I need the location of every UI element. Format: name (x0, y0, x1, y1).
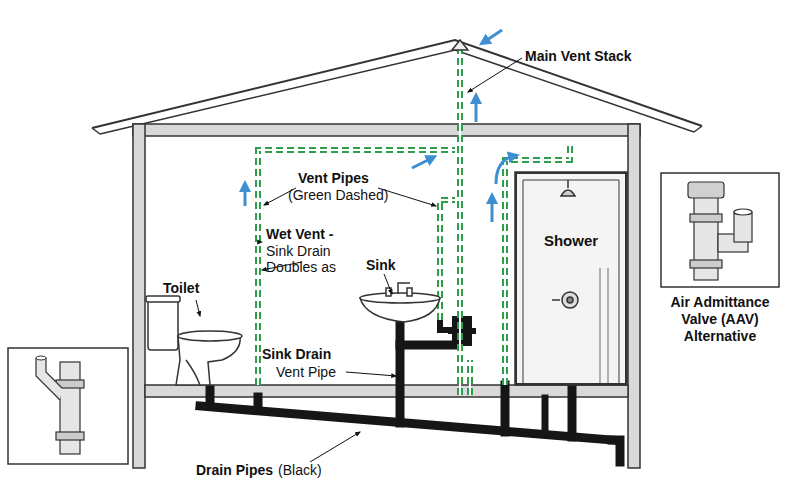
vent-pipes-part (467, 360, 473, 395)
sink-fixture (360, 283, 440, 322)
vent-fitting-inset (8, 348, 128, 464)
vent-pipes-part (258, 150, 455, 385)
aav-part (688, 182, 724, 198)
drain-pipes-part (612, 440, 620, 462)
vent-label: Vent Pipes (298, 170, 369, 186)
house-structure-part (133, 124, 640, 136)
leader-lines-part (310, 432, 360, 462)
wet-vent-note: Sink Drain Doubles as (266, 243, 348, 275)
vent-pipes-part (440, 200, 455, 320)
drain-pipes-note: (Black) (278, 462, 322, 478)
shower-fixture (515, 172, 627, 385)
shower-fixture-part (523, 180, 619, 385)
vent-pipes-part (452, 40, 468, 50)
aav-part (734, 212, 752, 242)
shower-fixture-part (515, 172, 627, 385)
vent-note: (Green Dashed) (288, 187, 388, 203)
drain-pipes-part (396, 322, 405, 423)
vent-fitting-inset-part (8, 348, 128, 464)
drain-note: Vent Pipe (276, 364, 336, 380)
aav-part (734, 209, 752, 215)
vent-pipes-part (469, 360, 471, 395)
house-structure-part (628, 124, 640, 468)
leader-lines-part (468, 58, 522, 92)
toilet-fixture-part (178, 331, 242, 341)
sink-fixture-part (360, 293, 440, 303)
aav-part (690, 214, 722, 222)
leader-lines (196, 58, 522, 462)
vent-pipes-part (440, 200, 455, 320)
airflow-arrows-part (496, 156, 514, 184)
sink-fixture-part (407, 288, 412, 296)
leader-lines-part (384, 274, 392, 294)
drain-pipes-part (568, 385, 577, 437)
fixture-label: Shower (517, 232, 625, 249)
airflow-arrows-part (475, 98, 478, 122)
shower-enclosure: Shower (515, 172, 627, 385)
leader-lines-part (346, 372, 396, 376)
aav-inset: Air Admittance Valve (AAV) Alternative (652, 172, 788, 345)
vent-pipes-part (258, 150, 455, 385)
shower-fixture-part (567, 180, 569, 188)
drain-label: Sink Drain (262, 346, 331, 362)
shower-fixture-part (562, 292, 578, 308)
wet-vent-label: Wet Vent - (266, 226, 333, 242)
toilet-fixture-part (148, 300, 178, 350)
shower-fixture-part (567, 297, 573, 303)
vent-fitting-inset-part (56, 432, 84, 440)
sink-trap (440, 320, 452, 330)
house-structure (92, 40, 702, 468)
drain-pipes-part (206, 390, 215, 406)
aav-illustration (660, 172, 780, 288)
toilet-fixture-part (186, 360, 200, 385)
inset-caption: Air Admittance Valve (AAV) Alternative (652, 294, 788, 345)
drain-pipes-part (501, 385, 510, 432)
drain-pipes-part (400, 341, 455, 350)
shower-fixture-part (600, 268, 608, 385)
toilet-fixture (146, 296, 242, 385)
fixture-label: Sink (366, 257, 396, 273)
airflow-arrows-part (484, 30, 502, 42)
fixture-label: Toilet (163, 280, 199, 296)
aav-part (661, 173, 779, 287)
airflow-arrows-part (491, 198, 494, 222)
drain-pipes-part (542, 398, 549, 434)
airflow-arrows-part (412, 158, 432, 168)
sink-trap-part (440, 320, 452, 330)
vent-pipes-part (459, 50, 461, 395)
toilet-fixture-part (146, 296, 180, 302)
drain-pipes-part (254, 397, 263, 410)
aav-part (690, 260, 722, 268)
drain-pipes-label: Drain Pipes (196, 462, 273, 478)
vent-pipes-part (457, 50, 463, 395)
shower-fixture-part (561, 190, 575, 196)
house-structure-part (145, 385, 628, 397)
shower-fixture-part (552, 299, 560, 301)
leader-lines-part (196, 300, 200, 316)
vent-stack-label: Main Vent Stack (525, 48, 632, 64)
vent-fitting-inset-part (36, 358, 62, 400)
toilet-fixture-part (176, 336, 240, 385)
vent-fitting-inset-part (36, 356, 46, 360)
airflow-arrows (245, 30, 514, 222)
airflow-arrows-part (244, 186, 247, 206)
stack-fitting (448, 316, 476, 346)
house-structure-part (133, 124, 145, 468)
